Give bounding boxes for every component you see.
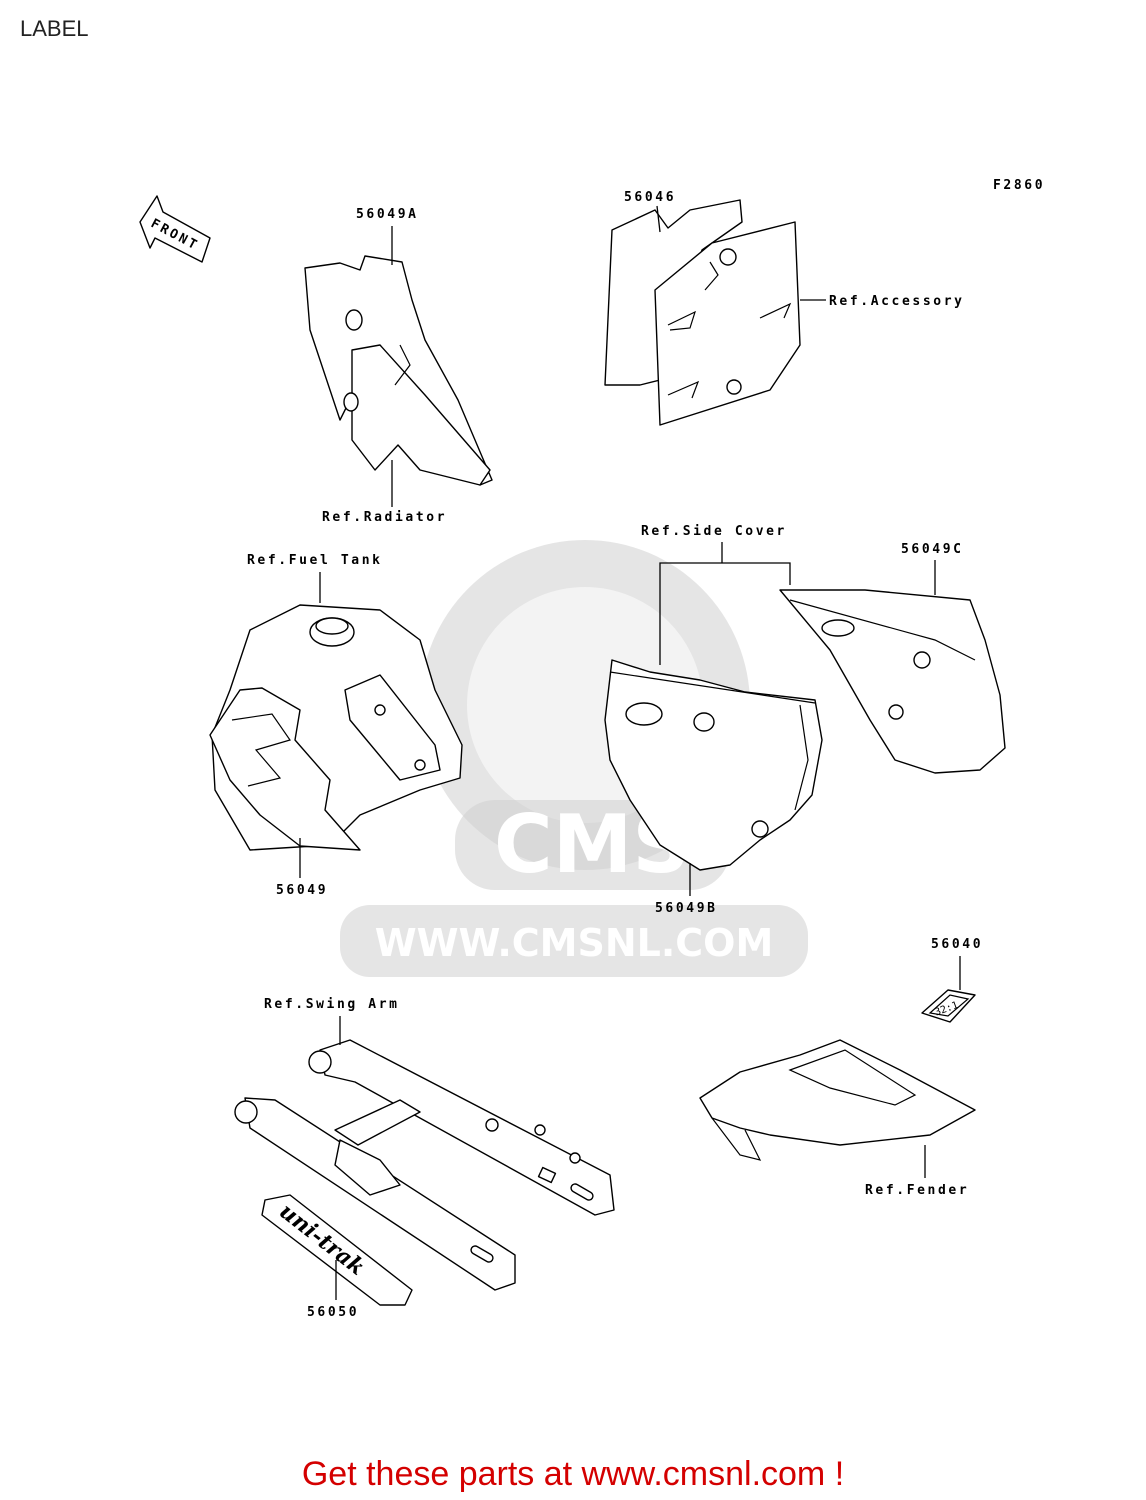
uni-trak-text: uni-trak: [274, 1198, 369, 1281]
radiator-shroud-decal-56049a: [304, 255, 493, 486]
label-ref-radiator: Ref.Radiator: [322, 510, 447, 525]
label-56040: 56040: [931, 937, 983, 952]
label-ref-fender: Ref.Fender: [865, 1183, 969, 1198]
small-label-decal-56040: 32:1: [921, 989, 976, 1023]
watermark-url: WWW.CMSNL.COM: [375, 921, 774, 965]
label-ref-swing-arm: Ref.Swing Arm: [264, 997, 400, 1012]
label-56049a: 56049A: [356, 207, 419, 222]
label-56050: 56050: [307, 1305, 359, 1320]
watermark-url-bar: [340, 905, 808, 977]
rear-fender: [699, 1039, 976, 1161]
label-ref-fuel-tank: Ref.Fuel Tank: [247, 553, 383, 568]
label-56049c: 56049C: [901, 542, 964, 557]
swing-arm: [234, 1039, 615, 1291]
figure-code: F2860: [993, 178, 1045, 193]
side-cover-decal-56049b: [604, 659, 823, 871]
label-56049: 56049: [276, 883, 328, 898]
label-56049b: 56049B: [655, 901, 718, 916]
page-title: LABEL: [20, 16, 89, 41]
front-arrow-icon: FRONT: [139, 195, 211, 263]
fuel-tank-decal-56049: [209, 604, 463, 851]
label-56046: 56046: [624, 190, 676, 205]
label-ref-side-cover: Ref.Side Cover: [641, 524, 787, 539]
label-ref-accessory: Ref.Accessory: [829, 294, 965, 309]
footer-promo[interactable]: Get these parts at www.cmsnl.com !: [301, 1455, 845, 1493]
accessory-plate-decal-56046: [604, 199, 801, 426]
side-cover-decal-56049c: [779, 589, 1006, 774]
